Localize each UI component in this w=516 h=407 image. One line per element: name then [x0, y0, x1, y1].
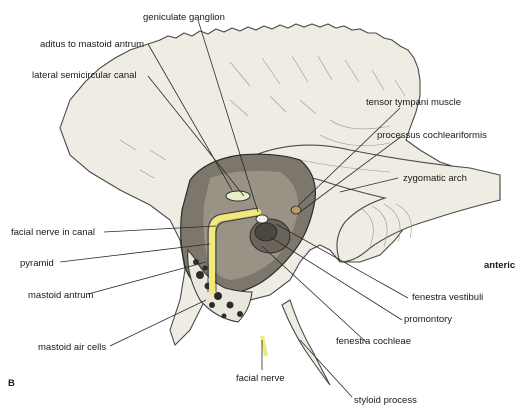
label-mastoid-antrum: mastoid antrum	[28, 290, 94, 301]
label-facial-nerve-canal: facial nerve in canal	[11, 227, 95, 238]
styloid-process-shape	[282, 300, 330, 385]
label-styloid-process: styloid process	[354, 395, 417, 406]
label-aditus: aditus to mastoid antrum	[40, 39, 144, 50]
label-lateral-canal: lateral semicircular canal	[32, 70, 137, 81]
label-pyramid: pyramid	[20, 258, 54, 269]
label-mastoid-air-cells: mastoid air cells	[38, 342, 106, 353]
panel-label: B	[8, 378, 15, 389]
label-fenestra-cochleae: fenestra cochleae	[336, 336, 411, 347]
label-geniculate-ganglion: geniculate ganglion	[143, 12, 225, 23]
label-fenestra-vestibuli: fenestra vestibuli	[412, 292, 483, 303]
label-processus: processus cochleariformis	[377, 130, 487, 141]
label-anterior: anteric	[484, 260, 515, 271]
label-facial-nerve: facial nerve	[236, 373, 285, 384]
label-zygomatic-arch: zygomatic arch	[403, 173, 467, 184]
label-tensor-tympani: tensor tympani muscle	[366, 97, 461, 108]
label-promontory: promontory	[404, 314, 452, 325]
